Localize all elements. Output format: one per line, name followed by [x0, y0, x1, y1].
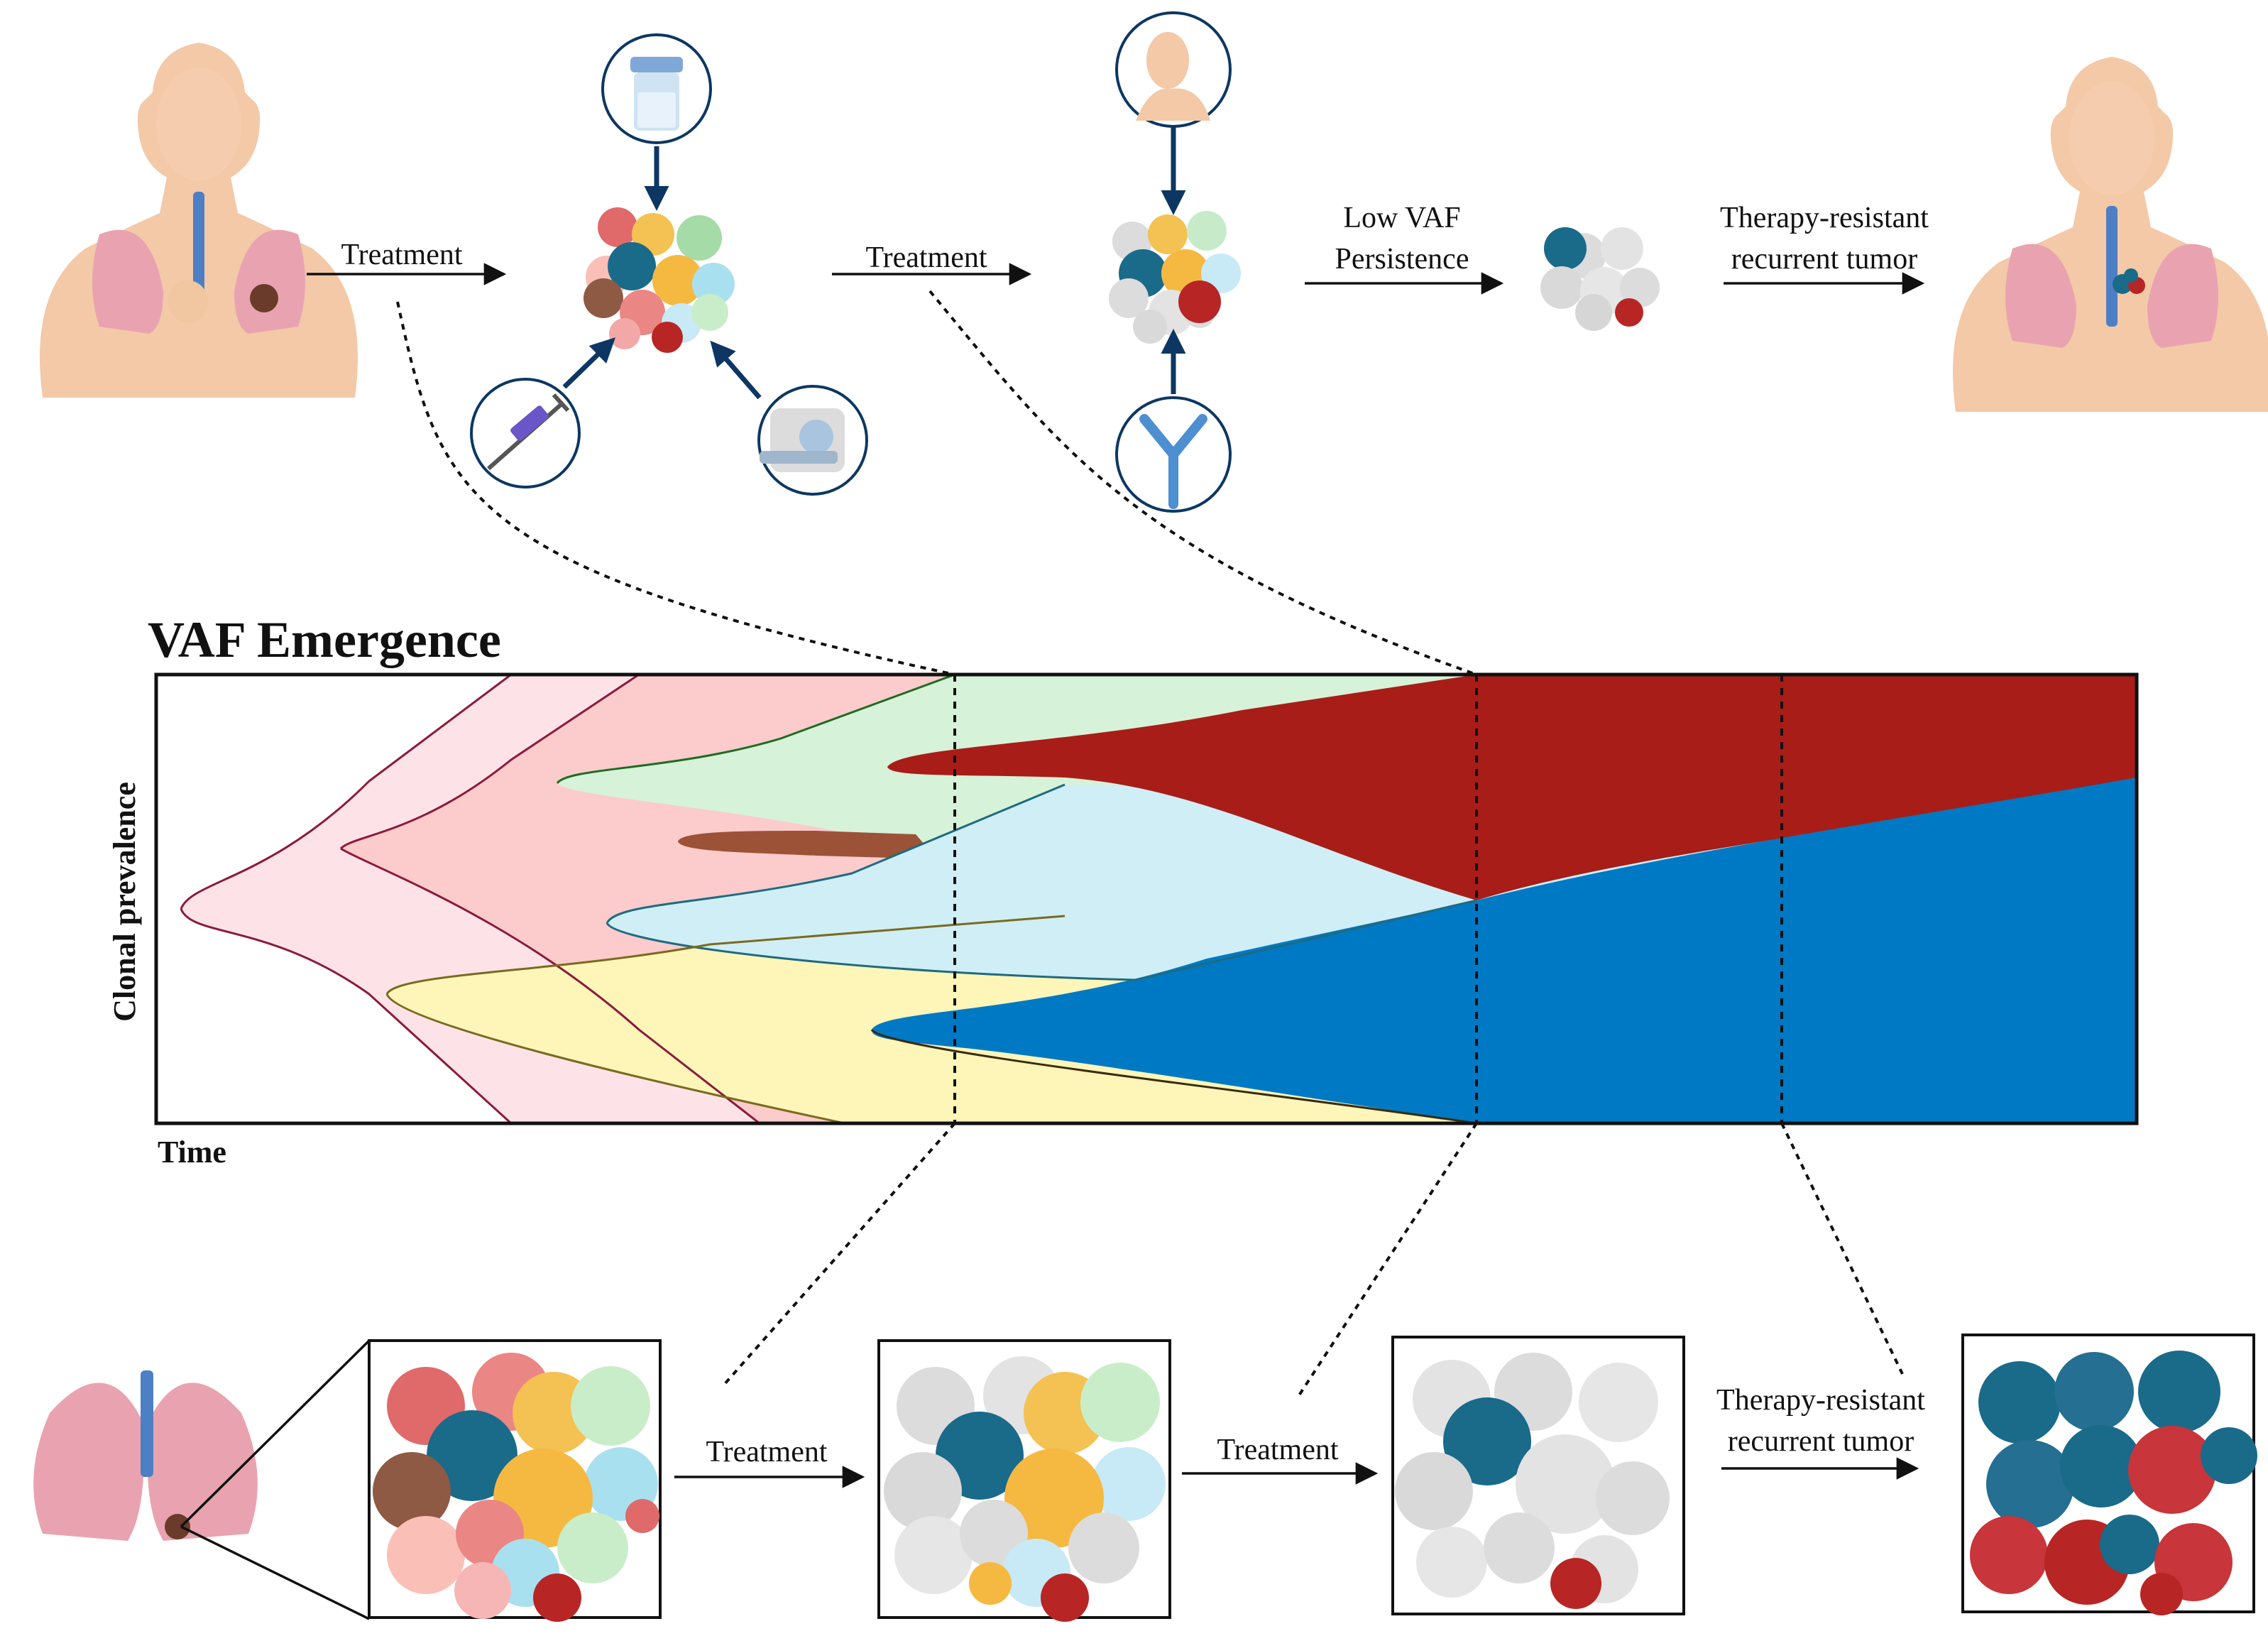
treatment-label-top-2: Treatment	[865, 241, 987, 274]
recurrence-label-bottom-line2: recurrent tumor	[1728, 1425, 1914, 1458]
left-lung-icon	[92, 229, 163, 334]
chart-frame	[154, 672, 2139, 1125]
clone-red	[887, 675, 2137, 900]
pill-bottle-icon	[601, 33, 712, 144]
mri-scanner-icon	[757, 385, 868, 496]
recurrence-label-top-line2: recurrent tumor	[1731, 243, 1917, 276]
recurrence-label-bottom-line1: Therapy-resistant	[1716, 1384, 1925, 1417]
y-axis-label: Clonal prevalence	[107, 782, 142, 1022]
tumor-cluster-partial	[1109, 211, 1241, 344]
connector-bottom-3	[1780, 1123, 1904, 1375]
connector-top-1	[396, 301, 955, 676]
tumor-panel-low-vaf	[1391, 1336, 1685, 1615]
antibody-icon	[1115, 396, 1232, 513]
connector-bottom-2	[1298, 1122, 1478, 1397]
right-lung-icon	[234, 229, 305, 334]
clone-brown	[678, 831, 937, 859]
x-axis-label: Time	[158, 1135, 226, 1169]
persistence-label-line2: Persistence	[1335, 243, 1469, 276]
syringe-icon	[470, 378, 581, 489]
connector-bottom-1	[723, 1122, 956, 1386]
treatment-label-top-1: Treatment	[341, 239, 462, 271]
treatment-label-bottom-2: Treatment	[1217, 1434, 1338, 1466]
chart-title: VAF Emergence	[148, 611, 501, 668]
tumor-panel-partial	[877, 1339, 1171, 1622]
tumor-cluster-low-vaf	[1540, 227, 1660, 331]
tumor-panel-initial	[368, 1339, 662, 1622]
fishplot-area	[156, 675, 2137, 1123]
lungs-icon	[33, 1370, 258, 1541]
recurrence-label-top-line1: Therapy-resistant	[1720, 202, 1929, 234]
tumor-icon	[250, 284, 278, 312]
treatment-label-bottom-1: Treatment	[706, 1436, 827, 1468]
tumor-cluster-heterogeneous	[584, 207, 735, 353]
human-head-icon	[1115, 11, 1232, 128]
patient-torso-recurrent	[1953, 57, 2268, 412]
connector-top-2	[928, 290, 1477, 676]
clone-blue	[872, 778, 2137, 1123]
tumor-panel-recurrent	[1961, 1334, 2257, 1615]
persistence-label-line1: Low VAF	[1343, 202, 1460, 234]
patient-torso-initial	[40, 43, 358, 398]
